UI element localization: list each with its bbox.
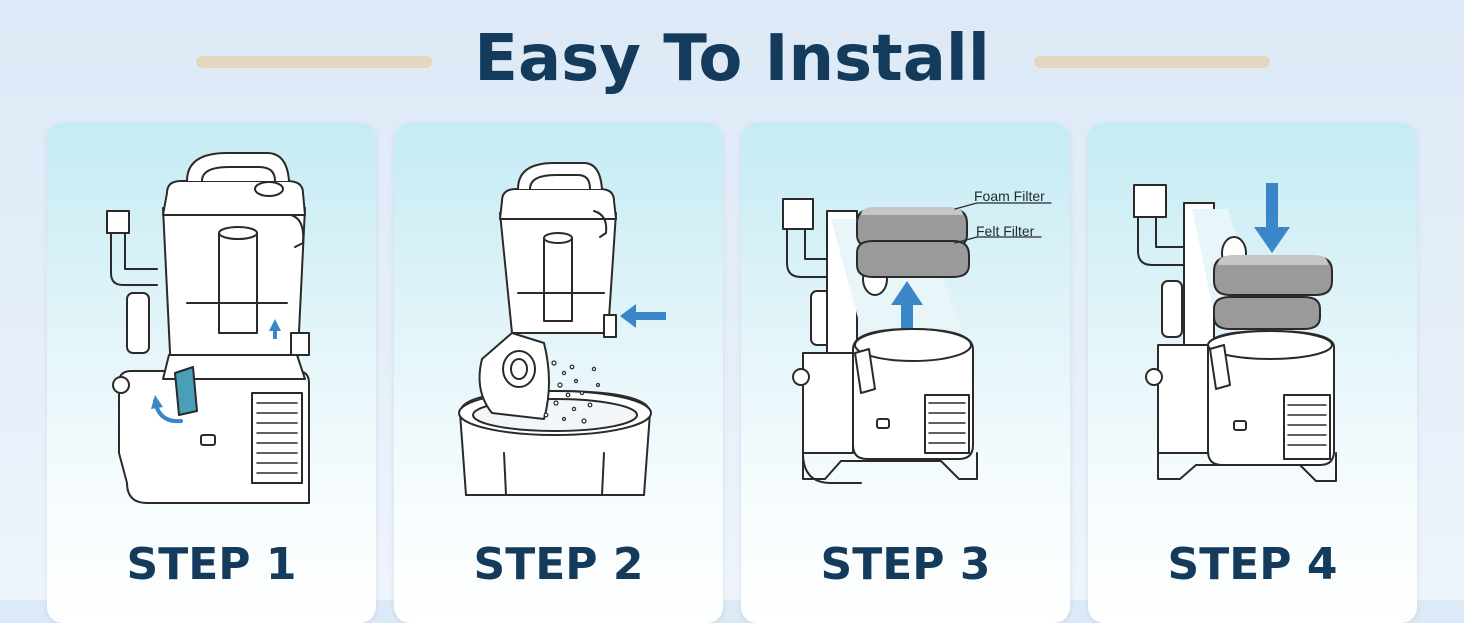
step-4-illustration — [1133, 183, 1337, 482]
step-2-illustration — [458, 162, 666, 496]
step-4-label: STEP 4 — [1167, 539, 1338, 590]
page-title: Easy To Install — [474, 22, 990, 96]
step-4-card: STEP 4 — [1088, 123, 1417, 623]
header: Easy To Install — [0, 0, 1464, 120]
step-1-illustration — [106, 152, 310, 504]
felt-filter-callout: Felt Filter — [976, 223, 1035, 239]
step-2-label: STEP 2 — [473, 539, 644, 590]
step-3-illustration — [782, 198, 1052, 484]
step-1-card: STEP 1 — [47, 123, 376, 623]
step-1-label: STEP 1 — [126, 539, 297, 590]
step-3-label: STEP 3 — [820, 539, 991, 590]
step-2-card: STEP 2 — [394, 123, 723, 623]
decorative-line-right — [1034, 56, 1270, 68]
foam-filter-callout: Foam Filter — [974, 188, 1045, 204]
decorative-line-left — [196, 56, 432, 68]
step-3-card: Foam Filter Felt Filter STEP 3 — [741, 123, 1070, 623]
